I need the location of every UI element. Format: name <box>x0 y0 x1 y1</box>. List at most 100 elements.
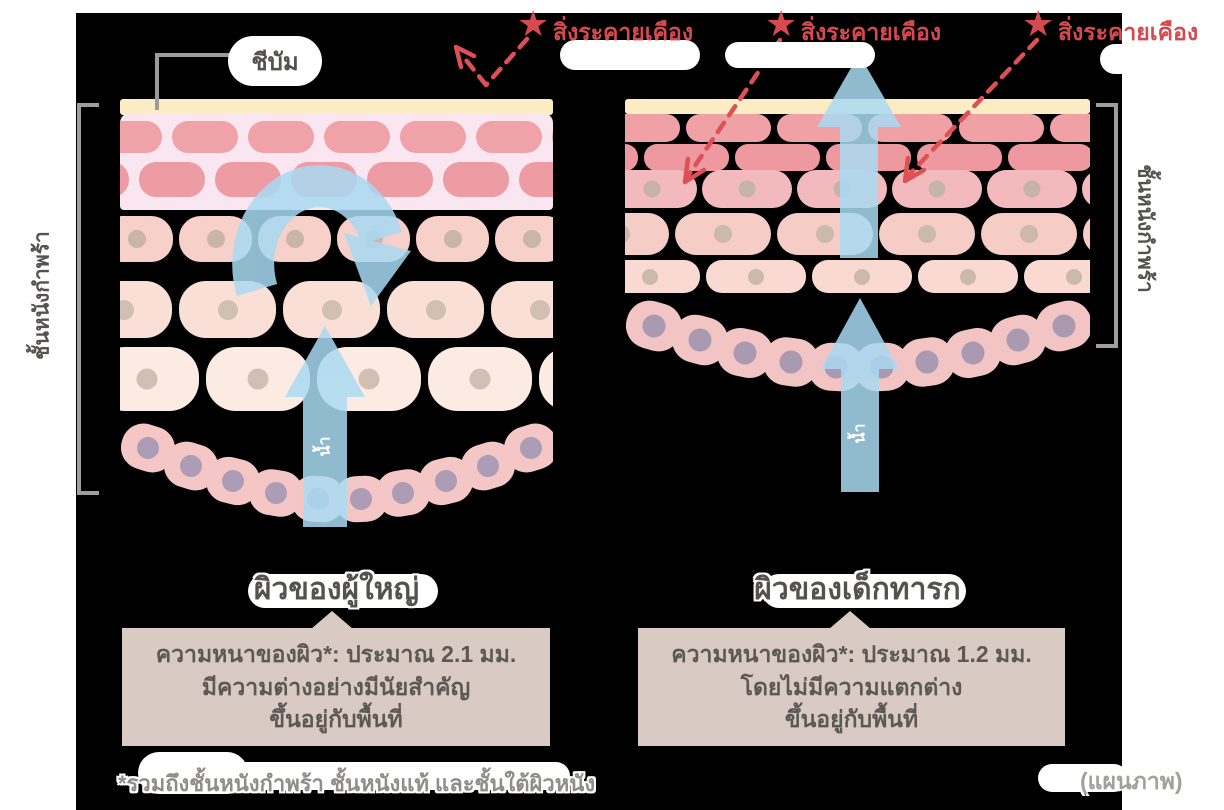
water-label-right: น้ำ <box>851 423 869 444</box>
cell-nucleus <box>643 180 661 198</box>
highlight-blob <box>560 40 700 70</box>
cell-nucleus <box>263 480 289 506</box>
skin-cell <box>892 170 982 208</box>
skin-cell <box>1024 260 1090 293</box>
skin-cell <box>625 144 638 171</box>
cell-row <box>120 121 553 153</box>
left-bracket-tick-top <box>77 103 99 107</box>
infobox-pointer-left <box>311 611 353 629</box>
highlight-blob <box>1038 764 1128 792</box>
cell-nucleus <box>625 225 630 243</box>
sebum-layer <box>120 99 553 115</box>
cell-nucleus <box>1049 311 1079 341</box>
skin-cell <box>959 114 1044 142</box>
infobox-line: ความหนาของผิว*: ประมาณ 1.2 มม. <box>671 641 1032 668</box>
cell-nucleus <box>642 268 658 285</box>
cell-row <box>120 281 553 338</box>
cell-nucleus <box>517 434 545 462</box>
skin-cell <box>416 216 489 262</box>
left-bracket-tick-bottom <box>77 491 99 495</box>
epidermis-label-left: ชั้นหนังกำพร้า <box>30 231 54 360</box>
adult-skin-title: ผิวของผู้ใหญ่ <box>253 573 420 606</box>
skin-cell <box>777 213 873 255</box>
highlight-blob <box>248 574 438 608</box>
skin-cell <box>625 260 700 293</box>
irritant-label-2: สิ่งระคายเคือง <box>801 19 942 45</box>
skin-cell <box>120 347 199 411</box>
cell-nucleus <box>914 349 940 375</box>
skin-cell <box>519 162 553 197</box>
skin-cell <box>797 170 887 208</box>
skin-cell <box>917 144 1002 171</box>
cell-row <box>625 114 1090 142</box>
cell-nucleus <box>206 230 225 248</box>
cell-nucleus <box>474 452 502 480</box>
skin-cell <box>139 162 205 197</box>
infobox-line: ขึ้นอยู่กับพื้นที่ <box>784 706 919 733</box>
cell-nucleus <box>134 434 162 462</box>
skin-cell <box>686 114 771 142</box>
cell-row <box>625 260 1090 293</box>
cell-nucleus <box>928 180 946 198</box>
cell-nucleus <box>714 225 732 243</box>
cell-nucleus <box>358 368 380 390</box>
epidermis-label-right: ชั้นหนังกำพร้า <box>1133 164 1157 293</box>
sebum-label: ชีบัม <box>251 48 299 76</box>
right-bracket-tick-bottom <box>1096 344 1118 348</box>
skin-cell <box>443 162 509 197</box>
irritant-label-1: สิ่งระคายเคือง <box>553 19 694 45</box>
cell-row <box>625 170 1090 208</box>
cell-nucleus <box>1066 268 1082 285</box>
highlight-blob <box>180 762 570 790</box>
irritant-label-3: สิ่งระคายเคือง <box>1058 19 1199 45</box>
skin-cell <box>317 347 421 411</box>
skin-cell <box>495 216 553 262</box>
skin-cell <box>777 114 862 142</box>
cell-nucleus <box>1020 225 1038 243</box>
cell-nucleus <box>217 299 238 320</box>
cell-nucleus <box>432 467 460 495</box>
skin-cell <box>179 216 252 262</box>
adult-skin-infobox: ความหนาของผิว*: ประมาณ 2.1 มม. มีความต่า… <box>122 628 550 746</box>
cell-row <box>625 213 1090 255</box>
left-bracket <box>77 103 81 495</box>
skin-cell <box>879 213 975 255</box>
skin-cell <box>283 281 380 338</box>
baby-skin-infobox: ความหนาของผิว*: ประมาณ 1.2 มม. โดยไม่มีค… <box>638 628 1065 746</box>
cell-nucleus <box>639 311 669 341</box>
cell-nucleus <box>959 339 987 367</box>
cell-row <box>625 144 1090 171</box>
skin-cell <box>120 216 173 262</box>
footnote: *รวมถึงชั้นหนังกำพร้า ชั้นหนังแท้ และชั้… <box>118 771 596 796</box>
skin-cell <box>826 144 911 171</box>
highlight-blob <box>1100 44 1218 74</box>
skin-cell <box>291 162 357 197</box>
star-icon: ★ <box>1022 3 1055 44</box>
skin-cell <box>491 281 553 338</box>
skin-cell <box>179 281 276 338</box>
cell-nucleus <box>443 230 462 248</box>
skin-cell <box>868 114 953 142</box>
baby-skin-diagram <box>625 95 1090 405</box>
skin-cell <box>552 121 553 153</box>
highlight-blob <box>762 574 966 608</box>
skin-cell <box>625 170 697 208</box>
skin-cell <box>1008 144 1090 171</box>
skin-cell <box>675 213 771 255</box>
skin-cell <box>120 162 129 197</box>
skin-cell <box>918 260 1018 293</box>
cell-row <box>120 216 553 262</box>
skin-cell <box>337 216 410 262</box>
cell-nucleus <box>778 349 804 375</box>
sebum-label-bubble: ชีบัม <box>228 36 322 86</box>
skin-cell <box>400 121 466 153</box>
infobox-line: ขึ้นอยู่กับพื้นที่ <box>269 706 403 733</box>
cell-nucleus <box>425 299 446 320</box>
cell-nucleus <box>738 180 756 198</box>
cell-nucleus <box>177 452 205 480</box>
cell-nucleus <box>731 339 759 367</box>
skin-cell <box>206 347 310 411</box>
cell-nucleus <box>823 354 849 380</box>
right-bracket <box>1114 103 1118 348</box>
